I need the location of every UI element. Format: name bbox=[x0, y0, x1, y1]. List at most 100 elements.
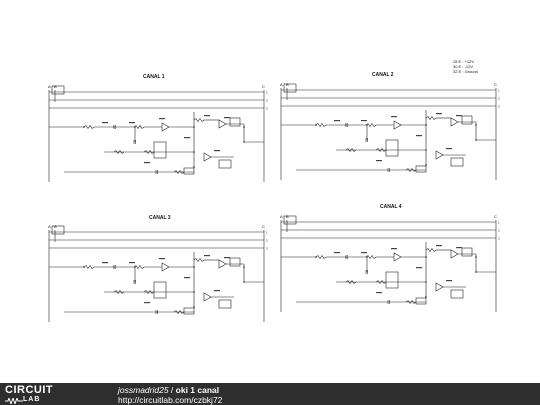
label-mark bbox=[376, 292, 382, 294]
pin-label: A bbox=[48, 224, 51, 229]
ic-box bbox=[450, 289, 464, 299]
pin-label: A bbox=[48, 84, 51, 89]
junction-dot bbox=[134, 126, 136, 128]
label-mark bbox=[436, 245, 442, 247]
opamp-symbol bbox=[203, 292, 212, 302]
label-mark bbox=[334, 252, 340, 254]
resistor-symbol bbox=[83, 124, 95, 130]
resistor-symbol bbox=[425, 247, 437, 253]
label-mark bbox=[334, 120, 340, 122]
ic-box bbox=[450, 157, 464, 167]
junction-dot bbox=[113, 126, 115, 128]
component-box bbox=[415, 297, 427, 305]
logo-text-bottom: LAB bbox=[23, 396, 41, 403]
bus-label: 3 bbox=[498, 105, 500, 109]
pin-label: A bbox=[280, 214, 283, 219]
bus-label: 3 bbox=[266, 107, 268, 111]
opamp-symbol bbox=[393, 120, 402, 130]
junction-dot bbox=[425, 149, 427, 151]
resistor-symbol bbox=[173, 169, 185, 175]
label-mark bbox=[416, 267, 422, 269]
legend-line: 30 E : -12V bbox=[453, 64, 474, 69]
pin-label: A bbox=[280, 82, 283, 87]
junction-dot bbox=[475, 256, 477, 258]
junction-dot bbox=[425, 296, 427, 298]
junction-dot bbox=[243, 266, 245, 268]
resistor-symbol bbox=[143, 289, 155, 295]
label-mark bbox=[456, 115, 462, 117]
power-legend: 28 E : +12V 30 E : -12V 32 E : Ground bbox=[453, 59, 478, 74]
opamp-symbol bbox=[218, 259, 227, 269]
label-mark bbox=[361, 252, 367, 254]
junction-dot bbox=[315, 256, 317, 258]
label-mark bbox=[184, 277, 190, 279]
junction-dot bbox=[243, 126, 245, 128]
junction-dot bbox=[83, 266, 85, 268]
component-box bbox=[415, 165, 427, 173]
junction-dot bbox=[193, 151, 195, 153]
circuit-title[interactable]: oki 1 canal bbox=[175, 385, 220, 395]
resistor-symbol bbox=[345, 147, 357, 153]
bus-label: 1 bbox=[266, 91, 268, 95]
circuit-url[interactable]: http://circuitlab.com/czbkj72 bbox=[118, 395, 223, 405]
junction-dot bbox=[475, 139, 477, 141]
ic-box bbox=[218, 299, 232, 309]
ic-box bbox=[461, 247, 473, 257]
junction-dot bbox=[193, 266, 195, 268]
opamp-symbol bbox=[203, 152, 212, 162]
label-mark bbox=[436, 113, 442, 115]
opamp-symbol bbox=[161, 122, 170, 132]
junction-dot bbox=[315, 124, 317, 126]
junction-dot bbox=[345, 256, 347, 258]
opamp-symbol bbox=[393, 252, 402, 262]
label-mark bbox=[204, 115, 210, 117]
label-mark bbox=[376, 160, 382, 162]
bus-label: 3 bbox=[498, 237, 500, 241]
resistor-symbol bbox=[83, 264, 95, 270]
resistor-symbol bbox=[365, 254, 377, 260]
label-mark bbox=[144, 302, 150, 304]
ic-box bbox=[461, 115, 473, 125]
pin-label: B bbox=[54, 224, 57, 229]
canal-3-title: CANAL 3 bbox=[149, 215, 171, 221]
resistor-symbol bbox=[315, 122, 327, 128]
bus-label: 3 bbox=[266, 247, 268, 251]
junction-dot bbox=[366, 124, 368, 126]
pin-label: C bbox=[494, 214, 497, 219]
footer-bar: CIRCUIT LAB jossmadrid25 / oki 1 canal h… bbox=[0, 383, 540, 405]
label-mark bbox=[446, 148, 452, 150]
bus-label: 1 bbox=[498, 221, 500, 225]
bus-label: 2 bbox=[266, 239, 268, 243]
resistor-symbol bbox=[375, 279, 387, 285]
resistor-symbol bbox=[425, 115, 437, 121]
label-mark bbox=[129, 262, 135, 264]
resistor-symbol bbox=[375, 147, 387, 153]
label-mark bbox=[456, 247, 462, 249]
resistor-symbol bbox=[113, 289, 125, 295]
label-mark bbox=[184, 137, 190, 139]
label-mark bbox=[214, 290, 220, 292]
resistor-symbol bbox=[193, 257, 205, 263]
resistor-symbol bbox=[315, 254, 327, 260]
author-link[interactable]: jossmadrid25 bbox=[118, 385, 169, 395]
label-mark bbox=[224, 117, 230, 119]
pin-label: C bbox=[262, 224, 265, 229]
circuitlab-logo[interactable]: CIRCUIT LAB bbox=[5, 385, 53, 404]
transistor-block bbox=[153, 141, 167, 159]
resistor-symbol bbox=[113, 149, 125, 155]
circuit-info: jossmadrid25 / oki 1 canal http://circui… bbox=[118, 385, 222, 405]
waveform-icon bbox=[5, 398, 23, 404]
resistor-symbol bbox=[365, 122, 377, 128]
schematic-canvas[interactable]: CANAL 1 CANAL 2 CANAL 3 CANAL 4 28 E : +… bbox=[0, 0, 540, 383]
resistor-symbol bbox=[405, 299, 417, 305]
opamp-symbol bbox=[450, 117, 459, 127]
junction-dot bbox=[113, 266, 115, 268]
bus-label: 1 bbox=[498, 89, 500, 93]
resistor-symbol bbox=[193, 117, 205, 123]
label-mark bbox=[204, 255, 210, 257]
junction-dot bbox=[345, 124, 347, 126]
